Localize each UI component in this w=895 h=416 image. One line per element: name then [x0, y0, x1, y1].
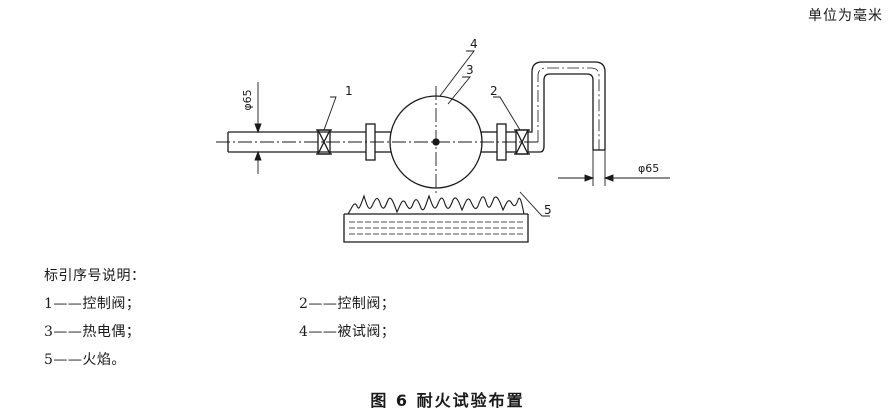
right-flange	[481, 123, 516, 161]
leader-lines	[323, 50, 550, 217]
control-valve-1	[316, 129, 332, 155]
dimension-left-label: φ65	[241, 89, 254, 110]
legend-item-2: 2——控制阀；	[299, 296, 396, 312]
left-flange	[365, 123, 391, 161]
burner-tray	[343, 213, 529, 243]
inlet-pipe	[227, 131, 366, 153]
callout-3: 3	[466, 63, 474, 77]
dimension-right-diameter	[558, 150, 670, 186]
legend-item-1: 1——控制阀；	[44, 296, 141, 312]
unit-note: 单位为毫米	[808, 8, 883, 24]
callout-4: 4	[470, 37, 478, 51]
callout-2: 2	[490, 84, 498, 98]
thermocouple-point	[432, 138, 440, 146]
callout-5: 5	[544, 203, 552, 217]
control-valve-2	[514, 129, 530, 155]
legend-item-5: 5——火焰。	[44, 352, 126, 368]
dimension-left-diameter	[254, 82, 262, 174]
legend-item-4: 4——被试阀；	[299, 324, 396, 340]
figure-caption: 图 6 耐火试验布置	[370, 391, 525, 410]
callout-1: 1	[345, 84, 353, 98]
dimension-right-label: φ65	[638, 162, 659, 175]
flame	[347, 194, 525, 215]
legend-title: 标引序号说明：	[44, 268, 146, 284]
legend-item-3: 3——热电偶；	[44, 324, 141, 340]
outlet-bent-pipe	[528, 61, 606, 153]
fire-test-diagram: φ65 φ65 1 2 3 4 5	[216, 37, 670, 243]
